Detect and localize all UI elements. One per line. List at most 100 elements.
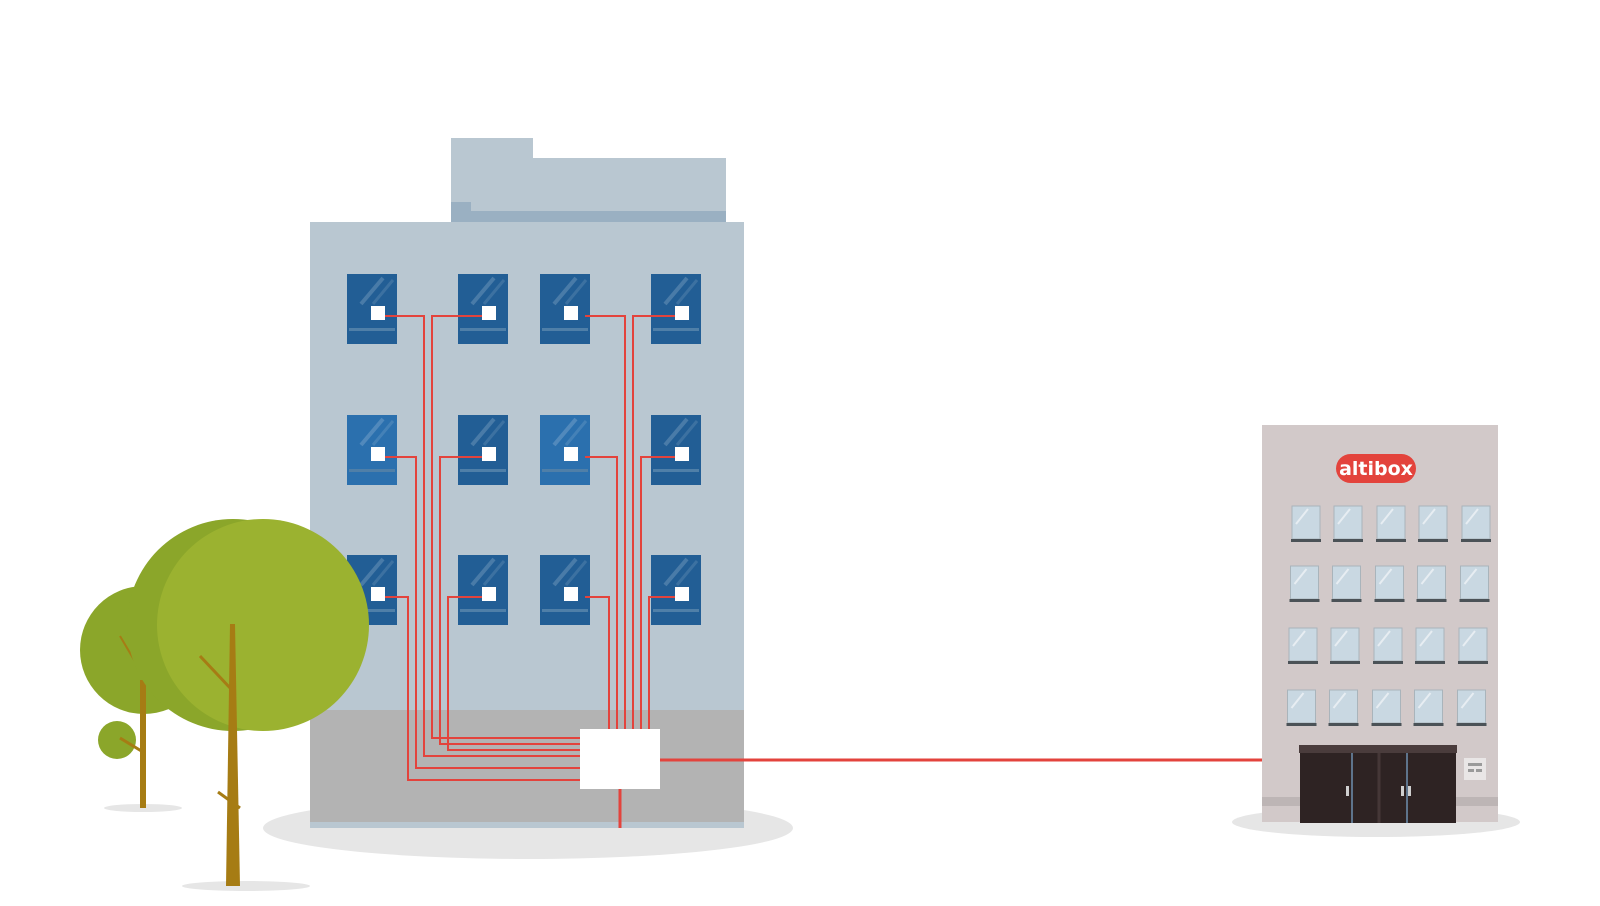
- fiber-cable: [585, 456, 618, 729]
- provider-window-glare: [1290, 692, 1305, 709]
- door-sign-line-3: [1476, 769, 1482, 772]
- provider-window-glare: [1334, 630, 1348, 647]
- door-sign-line-2: [1468, 769, 1474, 772]
- window-sill: [349, 328, 395, 331]
- in-house-fiber-cables: [384, 315, 675, 781]
- window-sill: [653, 469, 699, 472]
- provider-building: altibox: [1262, 425, 1498, 823]
- window-sill: [653, 609, 699, 612]
- fiber-outlet-icon: [564, 447, 578, 461]
- fiber-outlet-icon: [482, 306, 496, 320]
- provider-window-sill: [1374, 599, 1405, 602]
- window-glare: [470, 417, 496, 447]
- provider-window: [1374, 565, 1405, 602]
- provider-window-glare: [1463, 568, 1478, 585]
- fiber-outlet-icon: [675, 447, 689, 461]
- provider-window: [1331, 565, 1362, 602]
- entrance-canopy: [1299, 745, 1457, 753]
- window-glare: [359, 557, 385, 587]
- apartment-window: [540, 555, 590, 625]
- window-sill: [542, 609, 588, 612]
- building-foot-strip: [310, 822, 744, 828]
- fiber-cable: [384, 315, 580, 757]
- provider-window-glare: [1465, 508, 1479, 525]
- fiber-outlet-icon: [371, 447, 385, 461]
- window-glare: [552, 417, 578, 447]
- window-glare: [564, 420, 588, 446]
- window-glare: [482, 420, 506, 446]
- tree-small-bush: [98, 721, 136, 759]
- tree-large-crown: [157, 519, 369, 731]
- window-glare: [564, 560, 588, 586]
- fiber-outlet-icon: [675, 306, 689, 320]
- provider-window: [1328, 689, 1359, 726]
- provider-window-glare: [1462, 630, 1476, 647]
- fiber-cable: [585, 315, 626, 729]
- provider-entrance: [1299, 745, 1486, 823]
- window-glare: [470, 557, 496, 587]
- window-glare: [663, 276, 689, 306]
- door-sign-icon: [1464, 758, 1486, 780]
- provider-window-sill: [1418, 539, 1448, 542]
- provider-window-sill: [1291, 539, 1321, 542]
- window-glare: [482, 560, 506, 586]
- provider-window-glare: [1292, 630, 1306, 647]
- fiber-outlet-icon: [371, 306, 385, 320]
- window-sill: [542, 328, 588, 331]
- logo-text: altibox: [1339, 458, 1413, 480]
- provider-window-sill: [1415, 661, 1445, 664]
- window-glare: [564, 279, 588, 305]
- provider-window: [1333, 505, 1363, 542]
- provider-window-glare: [1420, 568, 1435, 585]
- provider-window-glare: [1375, 692, 1390, 709]
- provider-window-sill: [1459, 599, 1490, 602]
- provider-window-glare: [1295, 508, 1309, 525]
- provider-window-glare: [1332, 692, 1347, 709]
- window-glare: [371, 279, 395, 305]
- window-sill: [653, 328, 699, 331]
- provider-window-glare: [1417, 692, 1432, 709]
- provider-window: [1373, 627, 1403, 664]
- fiber-outlet-icon: [482, 447, 496, 461]
- provider-window: [1330, 627, 1360, 664]
- provider-windows: [1286, 505, 1491, 726]
- provider-window-glare: [1293, 568, 1308, 585]
- provider-window-sill: [1286, 723, 1317, 726]
- fiber-outlet-icon: [482, 587, 496, 601]
- provider-window: [1413, 689, 1444, 726]
- provider-window-sill: [1373, 661, 1403, 664]
- provider-window: [1456, 689, 1487, 726]
- provider-window-sill: [1330, 661, 1360, 664]
- window-glare: [482, 279, 506, 305]
- fiber-cable: [585, 596, 610, 729]
- provider-window-glare: [1378, 568, 1393, 585]
- provider-window: [1288, 627, 1318, 664]
- provider-window-sill: [1461, 539, 1491, 542]
- door-handle-right-a: [1401, 786, 1404, 796]
- door-sign-line-1: [1468, 763, 1482, 766]
- fiber-outlet-icon: [564, 587, 578, 601]
- window-sill: [349, 469, 395, 472]
- altibox-logo: altibox: [1336, 454, 1416, 483]
- window-glare: [359, 417, 385, 447]
- window-sill: [460, 469, 506, 472]
- tree-large-branch-low: [217, 790, 241, 810]
- provider-window-glare: [1335, 568, 1350, 585]
- provider-window-sill: [1458, 661, 1488, 664]
- roof-unit-shadow-step: [471, 202, 726, 211]
- provider-window: [1418, 505, 1448, 542]
- provider-window-sill: [1371, 723, 1402, 726]
- provider-window-sill: [1288, 661, 1318, 664]
- window-glare: [470, 276, 496, 306]
- window-sill: [460, 609, 506, 612]
- fiber-outlet-icon: [675, 587, 689, 601]
- tree-large-shadow: [182, 881, 310, 891]
- distribution-box: [580, 729, 660, 789]
- fiber-cable: [447, 596, 580, 751]
- apartment-window: [347, 415, 397, 485]
- tree-large: [127, 519, 369, 886]
- fiber-cable: [632, 315, 675, 729]
- apartment-building: [310, 138, 744, 828]
- provider-window-glare: [1419, 630, 1433, 647]
